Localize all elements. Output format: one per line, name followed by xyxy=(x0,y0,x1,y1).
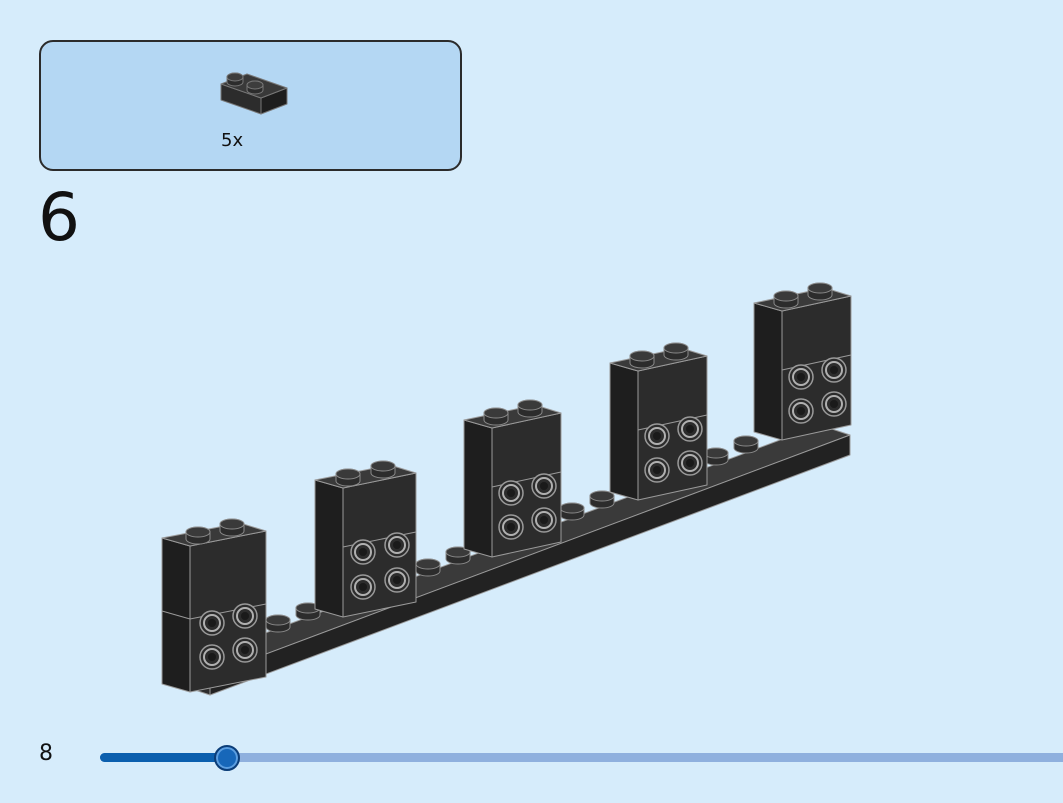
step-number: 6 xyxy=(38,179,80,256)
progress-fill xyxy=(100,753,227,762)
black-brick-wall-assembly-icon xyxy=(161,282,852,696)
part-quantity: 5x xyxy=(221,130,244,151)
progress-bar xyxy=(100,745,1063,771)
progress-track xyxy=(100,753,1063,762)
parts-callout: 5x xyxy=(39,40,462,171)
progress-knob xyxy=(214,745,240,771)
page-number: 8 xyxy=(39,741,53,766)
black-brick-1x2-icon xyxy=(220,72,288,115)
